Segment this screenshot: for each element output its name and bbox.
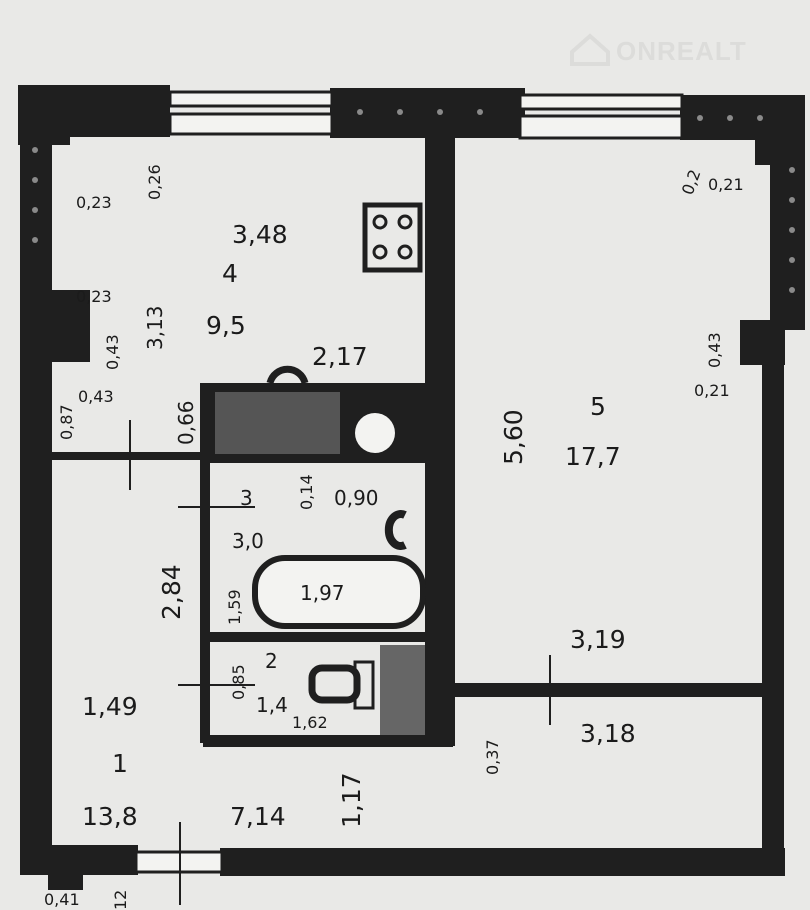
toilet-icon [308, 660, 375, 710]
room-2-area: 1,4 [256, 693, 288, 717]
room-4-number: 4 [222, 259, 238, 288]
room-5-dim: 0,43 [705, 332, 724, 368]
room-5-depth: 5,60 [499, 409, 528, 465]
room-5-labels: 5 17,7 5,60 3,19 3,18 0,37 0,21 0,43 0,2… [483, 167, 744, 775]
kitchen-dim: 0,23 [76, 287, 112, 306]
bathtub-width: 1,97 [300, 581, 345, 605]
room-2-number: 2 [265, 649, 278, 673]
room-5-dim: 0,21 [708, 175, 744, 194]
room-4-labels: 3,48 4 9,5 2,17 0,23 0,26 0,23 3,13 0,43… [57, 164, 368, 445]
room-4-area: 9,5 [206, 311, 246, 340]
room-5-dim: 0,21 [694, 381, 730, 400]
hall-dim: 1,17 [337, 772, 366, 828]
wc-dim: 0,85 [229, 664, 248, 700]
room-5-number: 5 [590, 392, 606, 421]
bath-dim: 1,59 [225, 589, 244, 625]
kitchen-inner: 2,17 [312, 342, 368, 371]
kitchen-depth: 3,13 [143, 305, 167, 350]
room-3-number: 3 [240, 486, 253, 510]
wall-hatching [32, 109, 795, 293]
kitchen-dim: 0,26 [145, 164, 164, 200]
dimension-lines [129, 420, 551, 905]
house-logo-icon [570, 33, 610, 66]
room-5-width-top: 3,19 [570, 625, 626, 654]
windows [134, 90, 684, 874]
watermark-text: ONREALT [616, 36, 747, 66]
room-3-area: 3,0 [232, 529, 264, 553]
washbasin-icon [384, 510, 407, 550]
bottom-dim: 12 [111, 890, 130, 910]
room-5-area: 17,7 [565, 442, 621, 471]
outer-walls [18, 85, 805, 890]
room-1-labels: 2,84 1,49 1 13,8 7,14 1,17 0,41 12 [44, 564, 366, 910]
kitchen-dim: 0,66 [174, 400, 198, 445]
watermark: ONREALT [570, 33, 747, 66]
bath-dim: 0,90 [334, 486, 379, 510]
boiler-icon [266, 365, 309, 385]
kitchen-dim: 0,43 [103, 334, 122, 370]
room-5-width-bottom: 3,18 [580, 719, 636, 748]
sink-icon [355, 413, 395, 453]
hall-length: 7,14 [230, 802, 286, 831]
hall-depth: 2,84 [157, 564, 186, 620]
stove-icon [362, 202, 423, 273]
toilet-room [215, 645, 380, 733]
wc-width: 1,62 [292, 713, 328, 732]
radiator [215, 392, 340, 454]
bath-labels: 3 3,0 0,90 0,14 1,59 1,97 2 1,4 1,62 0,8… [225, 474, 379, 732]
bottom-dim: 0,41 [44, 890, 80, 909]
shaft [380, 645, 425, 735]
bath-dim: 0,14 [297, 474, 316, 510]
room-5-dim: 0,37 [483, 739, 502, 775]
room-1-number: 1 [112, 749, 128, 778]
room-5-dim: 0,2 [678, 167, 705, 197]
kitchen-width: 3,48 [232, 220, 288, 249]
kitchen-dim: 0,43 [78, 387, 114, 406]
kitchen-dim: 0,23 [76, 193, 112, 212]
bathtub-icon [252, 555, 426, 629]
hall-width: 1,49 [82, 692, 138, 721]
room-1-area: 13,8 [82, 802, 138, 831]
kitchen-dim: 0,87 [57, 404, 76, 440]
